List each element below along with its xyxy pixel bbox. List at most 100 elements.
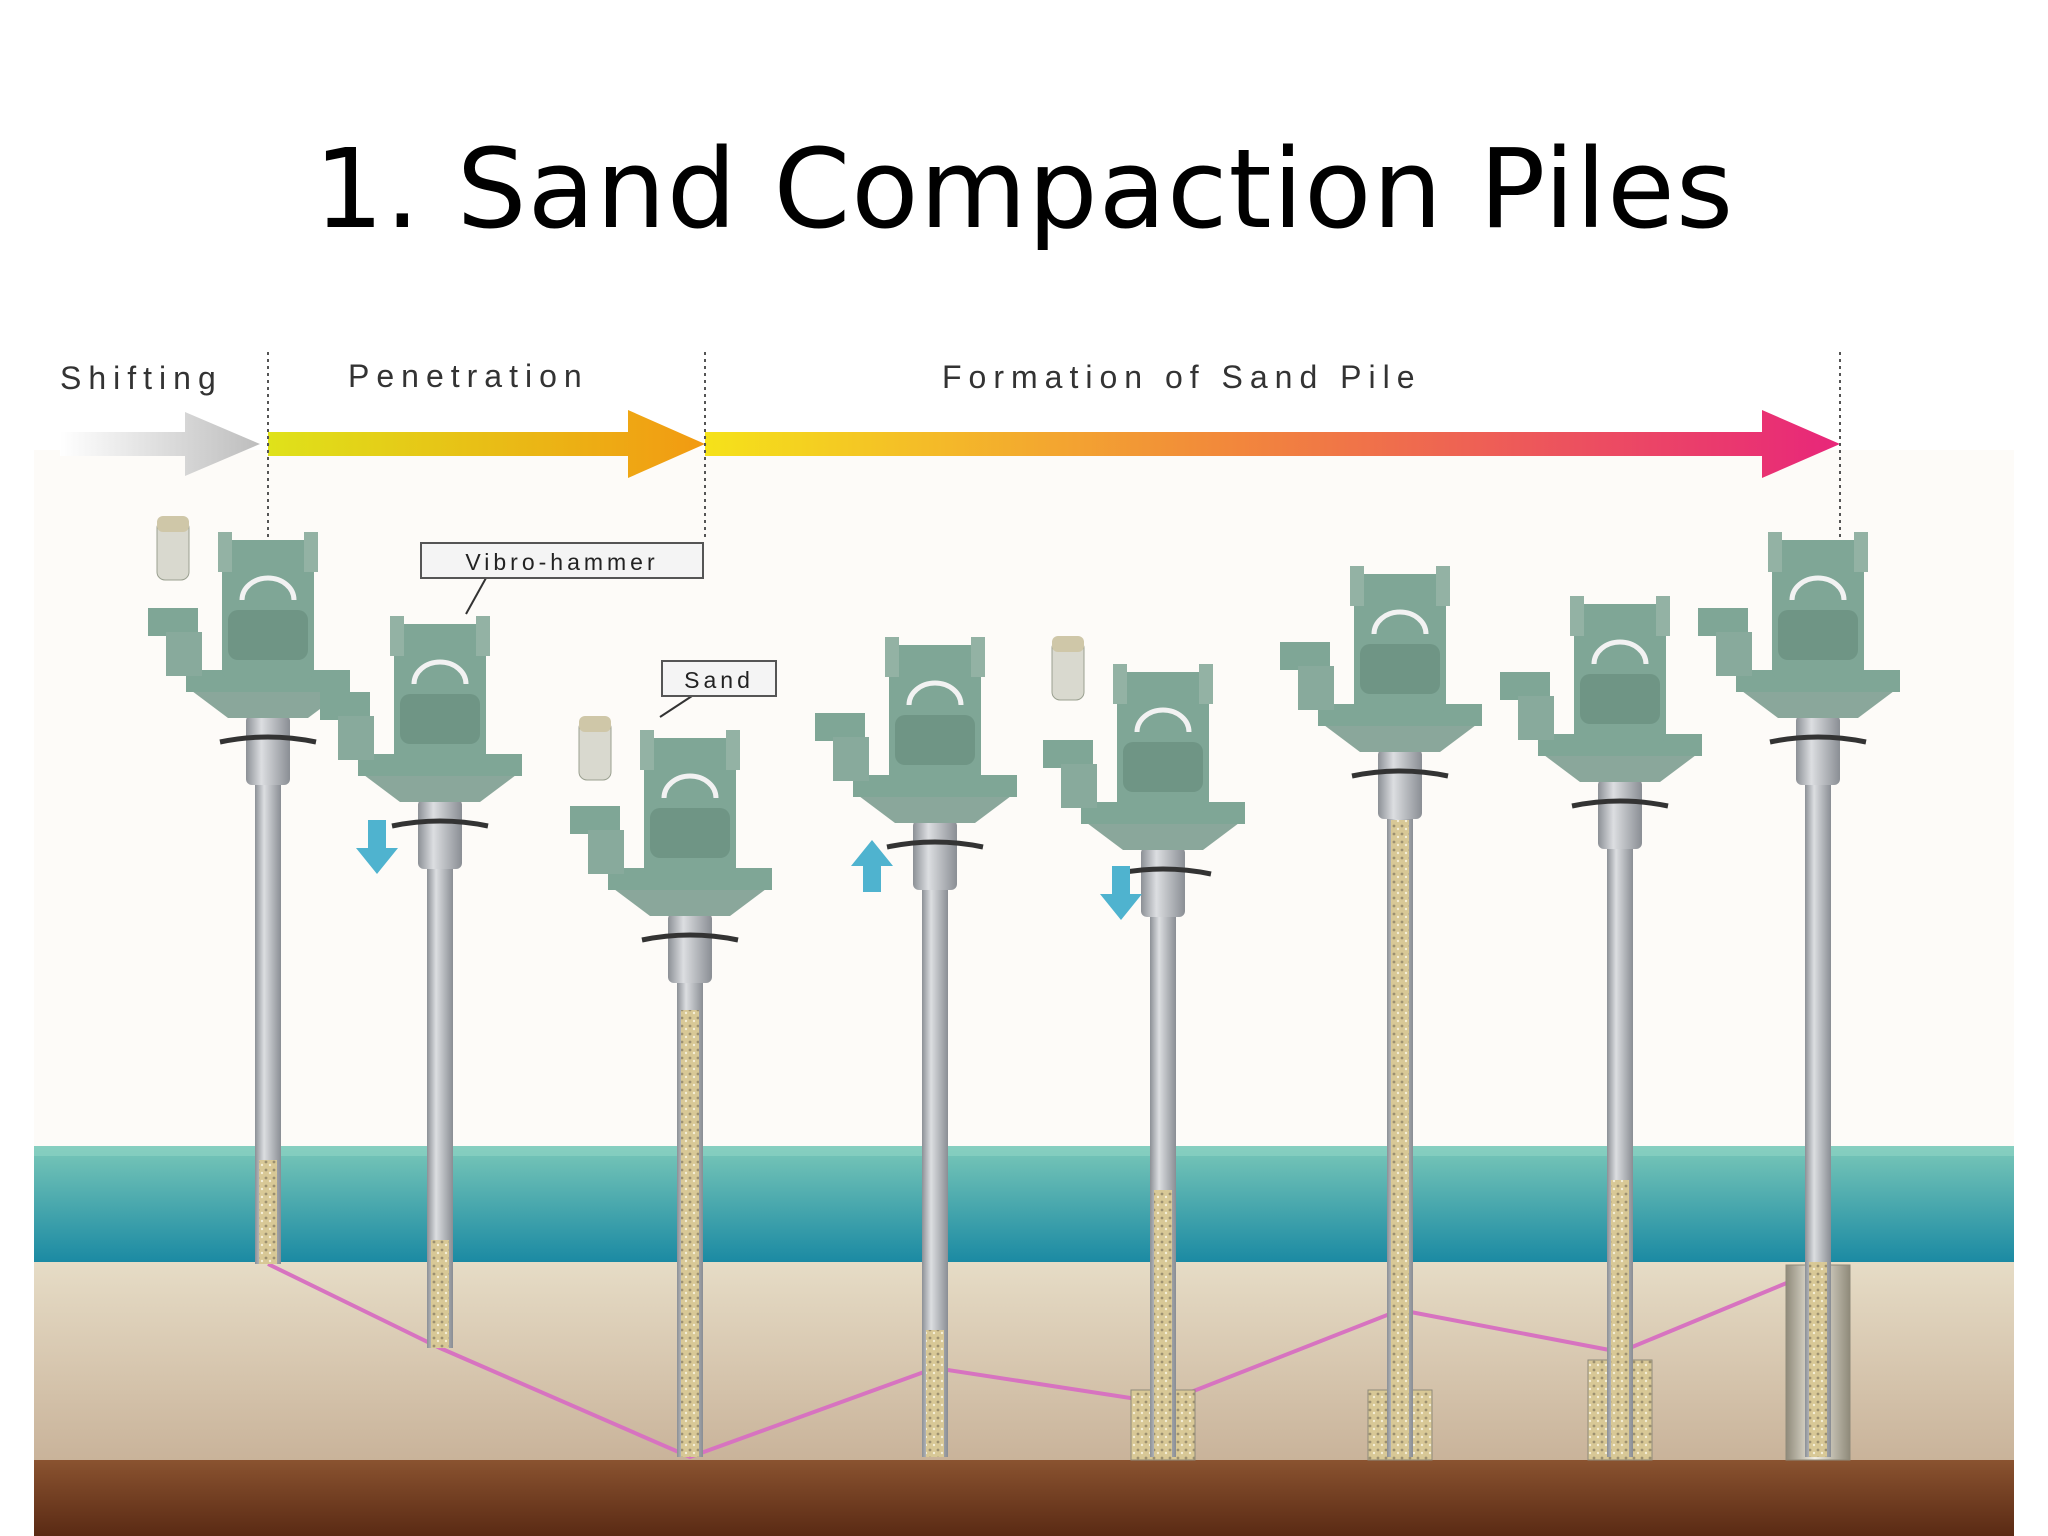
bearing-layer	[34, 1460, 2014, 1536]
pipe-collar	[1598, 779, 1642, 849]
hammer-pulley	[1134, 707, 1192, 733]
hammer-taper	[610, 886, 770, 916]
pipe-collar	[246, 715, 290, 785]
hopper-arm	[833, 737, 869, 781]
hammer-lug	[1570, 596, 1584, 636]
pipe-flange	[641, 932, 739, 943]
hopper-arm	[1298, 666, 1334, 710]
pipe-collar	[418, 799, 462, 869]
sand-fill	[259, 1160, 277, 1264]
stage-label-formation: Formation of Sand Pile	[942, 359, 1422, 395]
rig-step-6	[1280, 566, 1482, 1461]
rig-step-5	[1043, 636, 1245, 1461]
hammer-motor	[228, 610, 308, 660]
hammer-motor	[1123, 742, 1203, 792]
arrow-shifting	[60, 412, 260, 476]
hammer-motor	[650, 808, 730, 858]
hopper-arm	[1518, 696, 1554, 740]
rig-step-8	[1698, 532, 1900, 1461]
hammer-pulley	[1371, 609, 1429, 635]
callout-leader	[659, 695, 693, 718]
hammer-taper	[1540, 752, 1700, 782]
callout-box	[420, 542, 704, 579]
rig-step-3	[570, 716, 772, 1457]
hopper-arm	[1043, 740, 1093, 768]
hammer-pulley	[661, 773, 719, 799]
direction-arrows	[356, 820, 1142, 920]
stage-label-shifting: Shifting	[60, 360, 223, 396]
hammer-lug	[476, 616, 490, 656]
hopper-arm	[1280, 642, 1330, 670]
soft-ground-layer	[34, 1262, 2014, 1460]
hammer-taper	[855, 793, 1015, 823]
sand-fill	[681, 1010, 699, 1457]
callout-sand: Sand	[684, 667, 754, 693]
sand-fill	[926, 1330, 944, 1457]
hopper-arm	[1698, 608, 1748, 636]
pipe-flange	[1351, 768, 1449, 779]
hopper-arm	[148, 608, 198, 636]
hammer-pulley	[1789, 575, 1847, 601]
hammer-lug	[1768, 532, 1782, 572]
hopper-arm	[1061, 764, 1097, 808]
hammer-taper	[360, 772, 520, 802]
rig-sequence	[148, 516, 1900, 1461]
hopper-arm	[588, 830, 624, 874]
hopper-arm	[320, 692, 370, 720]
hammer-taper	[1320, 722, 1480, 752]
hammer-lug	[1656, 596, 1670, 636]
hammer-taper	[1083, 820, 1243, 850]
hopper-arm	[166, 632, 202, 676]
pipe-flange	[391, 818, 489, 829]
callout-leader	[465, 577, 487, 615]
stage-label-penetration: Penetration	[348, 358, 589, 394]
hammer-pulley	[1591, 639, 1649, 665]
hammer-lug	[390, 616, 404, 656]
sand-fill	[1809, 1262, 1827, 1457]
pipe-collar	[1796, 715, 1840, 785]
hammer-lug	[1199, 664, 1213, 704]
hammer-lug	[726, 730, 740, 770]
hammer-motor	[895, 715, 975, 765]
down-arrow-icon	[1100, 866, 1142, 920]
callout-box	[661, 660, 777, 697]
water-layer	[34, 1146, 2014, 1262]
sand-fill	[1391, 820, 1409, 1457]
sand-fill	[1611, 1180, 1629, 1457]
sky	[34, 450, 2014, 1146]
sand-in-bucket	[157, 516, 189, 532]
pipe-collar	[913, 820, 957, 890]
sand-in-bucket	[579, 716, 611, 732]
pipe-collar	[668, 913, 712, 983]
hammer-motor	[1360, 644, 1440, 694]
hammer-pulley	[906, 680, 964, 706]
callout-vibro-hammer: Vibro-hammer	[465, 549, 658, 575]
background	[34, 450, 2014, 1536]
rig-step-1	[148, 516, 350, 1264]
hammer-taper	[1738, 688, 1898, 718]
hammer-motor	[1580, 674, 1660, 724]
hammer-motor	[1778, 610, 1858, 660]
hammer-motor	[400, 694, 480, 744]
callouts: Vibro-hammer Sand	[420, 542, 777, 718]
arrow-formation	[705, 410, 1840, 478]
hopper-arm	[1500, 672, 1550, 700]
hammer-pulley	[411, 659, 469, 685]
hopper-arm	[570, 806, 620, 834]
pipe-flange	[219, 734, 317, 745]
rig-step-7	[1500, 596, 1702, 1461]
hammer-taper	[188, 688, 348, 718]
hammer-lug	[1436, 566, 1450, 606]
water-surface	[34, 1146, 2014, 1156]
hopper-arm	[815, 713, 865, 741]
penetration-trace-line	[267, 1262, 1819, 1460]
pipe-flange	[1769, 734, 1867, 745]
hammer-lug	[1113, 664, 1127, 704]
hammer-lug	[1854, 532, 1868, 572]
down-arrow-icon	[356, 820, 398, 874]
sand-fill	[431, 1240, 449, 1348]
hammer-lug	[971, 637, 985, 677]
rig-step-4	[815, 637, 1017, 1457]
